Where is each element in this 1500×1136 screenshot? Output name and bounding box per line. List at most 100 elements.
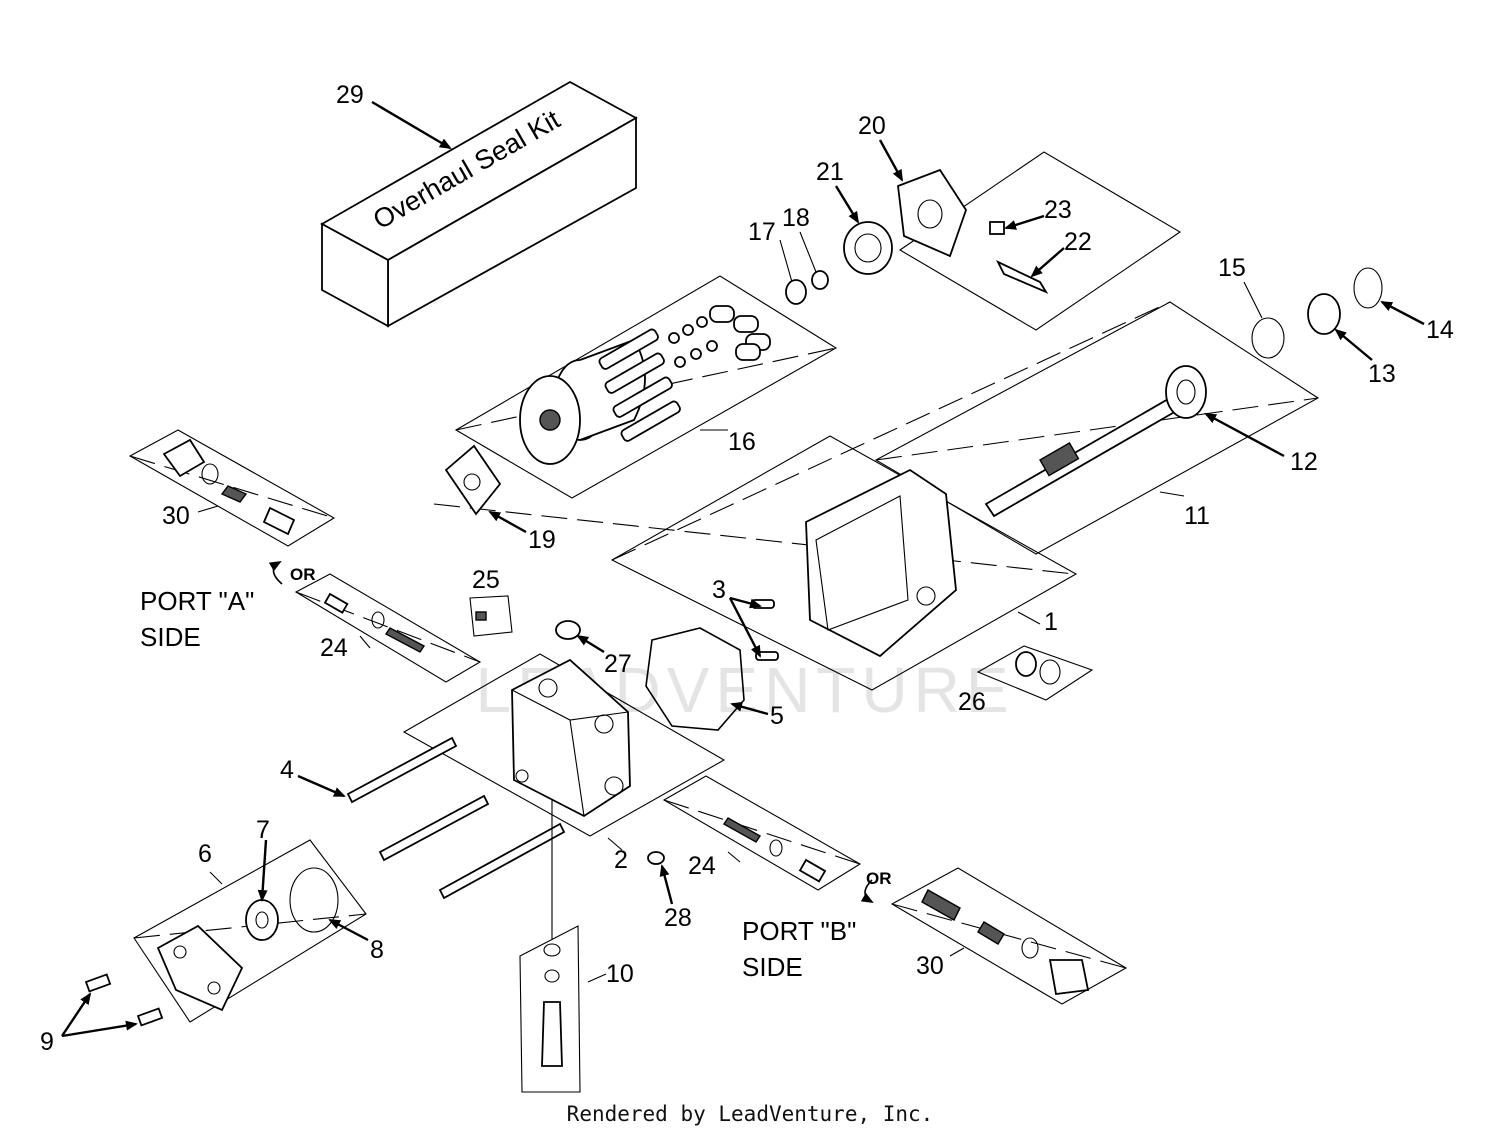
- leader-13: [1334, 328, 1373, 361]
- callout-19: 19: [528, 526, 556, 554]
- plug-28: [647, 851, 665, 865]
- group-frames: [128, 151, 1320, 1093]
- bolts: [346, 736, 566, 900]
- callout-17: 17: [748, 218, 776, 246]
- leader-12: [1204, 412, 1285, 458]
- thrust-plate: [444, 444, 502, 516]
- fitting-26: [1015, 651, 1061, 685]
- washer-15: [1251, 317, 1285, 359]
- leader-24b: [727, 851, 741, 863]
- leader-24a: [359, 635, 371, 649]
- callout-15: 15: [1218, 254, 1246, 282]
- callout-30-bottom: 30: [916, 952, 944, 980]
- port-a-label: OR PORT "A" SIDE: [140, 561, 316, 652]
- callout-13: 13: [1368, 360, 1396, 388]
- shaft-seal-21: [843, 221, 893, 275]
- leader-3a: [729, 596, 762, 609]
- check-valve-25: [475, 611, 487, 621]
- leader-19: [488, 510, 527, 534]
- leader-15: [1243, 281, 1263, 319]
- leader-8: [328, 918, 369, 942]
- leader-27: [576, 634, 605, 654]
- leader-30b: [949, 947, 965, 957]
- callout-18: 18: [782, 204, 810, 232]
- leader-30a: [197, 505, 219, 513]
- leader-3b: [728, 597, 762, 658]
- callout-24-right: 24: [688, 852, 716, 880]
- svg-text:OR: OR: [290, 565, 316, 584]
- leader-21: [834, 185, 860, 224]
- callout-11: 11: [1184, 502, 1210, 530]
- callout-21: 21: [816, 158, 844, 186]
- svg-text:OR: OR: [866, 869, 892, 888]
- relief-valve-24-left: [323, 592, 426, 653]
- callout-25: 25: [472, 566, 500, 594]
- callout-4: 4: [280, 756, 294, 784]
- callout-26: 26: [958, 688, 986, 716]
- callout-3: 3: [712, 576, 726, 604]
- leader-2: [607, 837, 623, 851]
- trunnion-bracket-20: [897, 168, 967, 258]
- retaining-ring-14: [1353, 267, 1383, 309]
- o-ring-8: [289, 867, 339, 933]
- callout-20: 20: [858, 112, 886, 140]
- leader-17: [779, 239, 793, 283]
- valve-assembly-30-bottom: [921, 889, 1090, 995]
- callout-10: 10: [606, 960, 634, 988]
- leader-23: [1004, 214, 1045, 230]
- svg-text:PORT "B": PORT "B": [742, 916, 856, 946]
- callout-2: 2: [614, 846, 628, 874]
- leader-29: [371, 100, 452, 150]
- leader-1: [1017, 611, 1041, 625]
- leader-6: [209, 871, 223, 885]
- callout-29: 29: [336, 81, 364, 109]
- callout-24-left: 24: [320, 634, 348, 662]
- leader-9b: [61, 1020, 138, 1038]
- svg-text:SIDE: SIDE: [140, 622, 201, 652]
- callout-16: 16: [728, 428, 756, 456]
- callout-30-top: 30: [162, 502, 190, 530]
- callout-5: 5: [770, 702, 784, 730]
- callout-12: 12: [1290, 448, 1318, 476]
- svg-text:PORT "A": PORT "A": [140, 586, 254, 616]
- callout-6: 6: [198, 840, 212, 868]
- callout-7: 7: [256, 816, 270, 844]
- leader-10: [587, 973, 607, 983]
- gerotor-7: [245, 899, 279, 941]
- leader-4: [297, 774, 346, 798]
- leader-28: [659, 864, 674, 905]
- gasket-5: [645, 627, 745, 731]
- leader-14: [1380, 300, 1425, 326]
- footer-credit: Rendered by LeadVenture, Inc.: [566, 1102, 934, 1126]
- input-shaft: [984, 396, 1180, 518]
- leader-18: [799, 231, 817, 273]
- seal-rings-17-18: [785, 270, 829, 305]
- callout-28: 28: [664, 904, 692, 932]
- port-b-label: OR PORT "B" SIDE: [742, 869, 892, 982]
- callout-14: 14: [1426, 316, 1454, 344]
- end-cover-6: [156, 924, 244, 1012]
- shaft-seal-13: [1307, 293, 1341, 335]
- cylinder-block-assembly: [519, 305, 771, 465]
- leader-20: [878, 139, 904, 182]
- control-arm-22: [989, 221, 1049, 294]
- dowel-pins: [751, 599, 779, 661]
- callout-23: 23: [1044, 196, 1072, 224]
- leader-22: [1030, 247, 1065, 278]
- dashed-guides: [129, 301, 1319, 969]
- relief-valve-24-right: [722, 817, 827, 883]
- callout-22: 22: [1064, 228, 1092, 256]
- callout-8: 8: [370, 936, 384, 964]
- leader-9a: [61, 992, 92, 1037]
- callout-9: 9: [40, 1028, 54, 1056]
- leader-11: [1159, 491, 1185, 497]
- bypass-valve-10: [541, 800, 563, 1067]
- svg-text:SIDE: SIDE: [742, 952, 803, 982]
- leader-5: [730, 701, 769, 716]
- valve-assembly-30-top: [162, 438, 296, 536]
- leader-7: [257, 839, 268, 902]
- overhaul-seal-kit-box: Overhaul Seal Kit: [320, 80, 638, 328]
- cap-screws-9: [84, 973, 164, 1027]
- callout-27: 27: [604, 650, 632, 678]
